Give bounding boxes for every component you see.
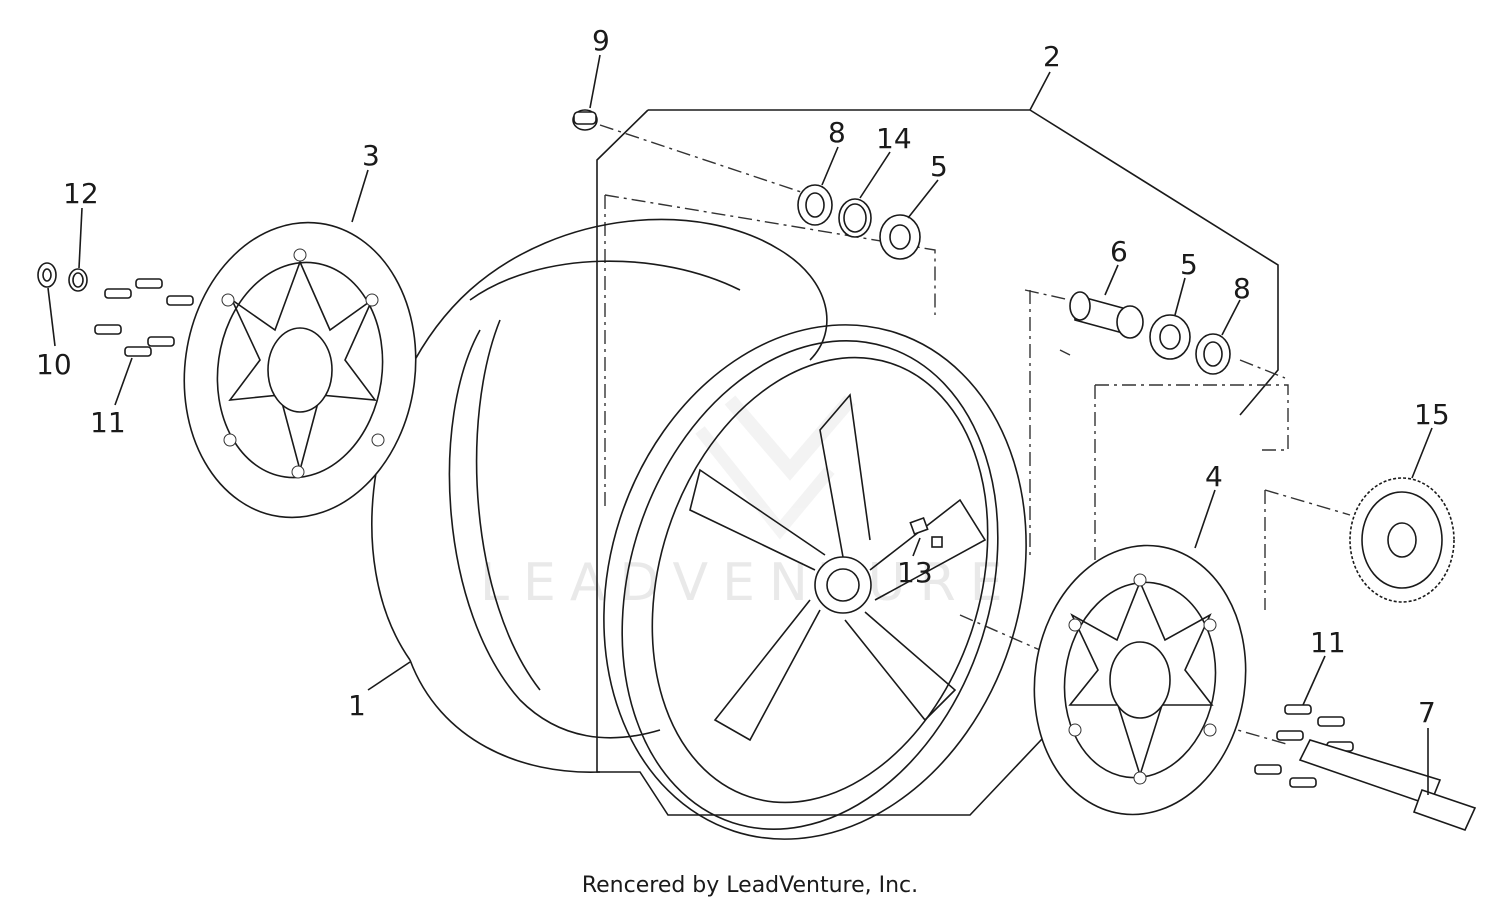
watermark-text: LEADVENTURE — [480, 553, 1017, 613]
callout-6: 6 — [1110, 235, 1128, 268]
callout-4: 4 — [1205, 460, 1223, 493]
valve-stem — [909, 516, 943, 548]
disc-bolts-right — [1254, 704, 1354, 788]
callout-1: 1 — [348, 689, 366, 722]
wheel-axle — [1298, 739, 1477, 831]
axle-nut-and-washer — [37, 262, 88, 292]
tone-wheel — [1349, 477, 1455, 603]
callout-9: 9 — [592, 24, 610, 57]
callout-15: 15 — [1414, 398, 1450, 431]
callout-2: 2 — [1043, 40, 1061, 73]
callout-10: 10 — [36, 348, 72, 381]
brake-disc-left — [183, 221, 417, 519]
callout-14: 14 — [876, 122, 912, 155]
brake-disc-right — [1033, 544, 1247, 816]
callout-13: 13 — [897, 556, 933, 589]
callout-12: 12 — [63, 177, 99, 210]
callout-11-right: 11 — [1310, 626, 1346, 659]
callout-5b: 5 — [1180, 248, 1198, 281]
axle-cap — [572, 109, 598, 131]
render-credit: Rencered by LeadVenture, Inc. — [581, 873, 919, 898]
hub-assembly-outline — [596, 109, 1289, 816]
callout-5a: 5 — [930, 150, 948, 183]
callout-8b: 8 — [1233, 272, 1251, 305]
callout-8a: 8 — [828, 116, 846, 149]
callout-3: 3 — [362, 139, 380, 172]
tire — [371, 218, 828, 773]
leader-lines — [47, 54, 1433, 795]
callout-11-left: 11 — [90, 406, 126, 439]
callout-7: 7 — [1418, 696, 1436, 729]
bearings-and-seals — [797, 184, 1231, 375]
wheel-rim — [603, 324, 1027, 840]
disc-bolts-left — [94, 278, 194, 357]
watermark-logo — [695, 395, 856, 540]
